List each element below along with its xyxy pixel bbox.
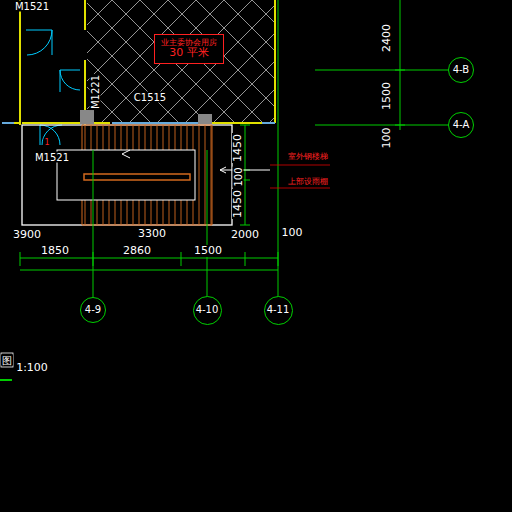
room-label-box: 业主委协会用房30 平米 xyxy=(154,34,224,64)
axis-number: 4-9 xyxy=(85,304,101,316)
dimension-label: 1500 xyxy=(381,81,393,111)
dimension-label: 100 xyxy=(381,127,393,150)
dimension-label: 100 xyxy=(281,227,304,239)
dimension-label: 2860 xyxy=(122,245,152,257)
dimension-label: 3300 xyxy=(137,228,167,240)
axis-number: 4-10 xyxy=(196,304,219,316)
dimension-label: 图 xyxy=(1,355,13,366)
axis-bubble: 4-10 xyxy=(193,296,222,325)
axis-bubble: 4-B xyxy=(448,57,474,83)
dimension-label: M1521 xyxy=(34,152,70,163)
axis-bubble: 4-11 xyxy=(264,296,293,325)
dimension-label: 上部设雨棚 xyxy=(287,178,329,187)
dimension-label: 100 xyxy=(233,166,244,187)
dimension-label: M1521 xyxy=(14,1,50,12)
axis-bubble: 4-A xyxy=(448,112,474,138)
dimension-label: 2400 xyxy=(381,23,393,53)
dimension-label: 1 xyxy=(43,139,50,148)
axis-number: 4-B xyxy=(453,64,469,76)
dimension-label: 室外钢楼梯 xyxy=(287,153,329,162)
dimension-label: 1850 xyxy=(40,245,70,257)
room-name: 业主委协会用房 xyxy=(161,38,217,47)
axis-number: 4-11 xyxy=(267,304,290,316)
axis-bubble: 4-9 xyxy=(80,297,106,323)
dimension-label: 1450 xyxy=(232,189,244,219)
dimension-label: M1221 xyxy=(90,74,101,110)
dimension-label: C1515 xyxy=(133,92,167,103)
dimension-label: 1:100 xyxy=(15,362,49,374)
dimension-label: 1450 xyxy=(232,133,244,163)
dimension-label: 2000 xyxy=(230,229,260,241)
axis-number: 4-A xyxy=(453,119,470,131)
dimension-label: 1500 xyxy=(193,245,223,257)
dimension-label: 3900 xyxy=(12,229,42,241)
room-name: 30 平米 xyxy=(169,47,209,60)
